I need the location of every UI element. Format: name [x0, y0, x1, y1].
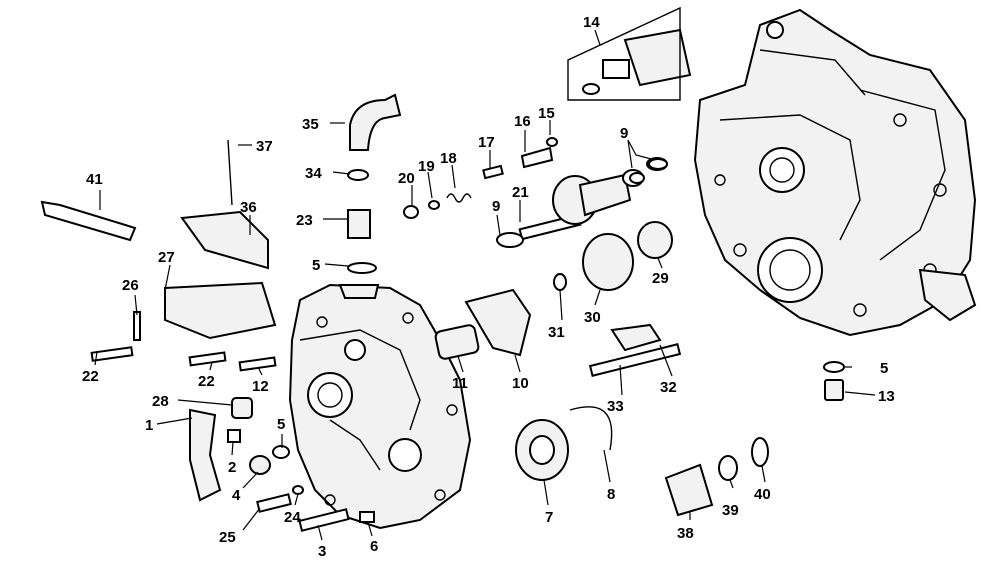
callout-32: 32: [660, 379, 677, 396]
callout-22-right: 22: [198, 373, 215, 390]
callout-21: 21: [512, 184, 529, 201]
callout-labels: 1 2 3 4 5 5 5 6 7 8 9 9 10 11 12 13 14 1…: [82, 14, 895, 560]
callout-7: 7: [545, 509, 553, 526]
callout-41: 41: [86, 171, 103, 188]
callout-39: 39: [722, 502, 739, 519]
callout-26: 26: [122, 277, 139, 294]
callout-5-center: 5: [312, 257, 320, 274]
bolts: [90, 346, 375, 532]
callout-36: 36: [240, 199, 257, 216]
starter-motor: [567, 6, 692, 101]
callout-19: 19: [418, 158, 435, 175]
right-crankcase: [693, 8, 977, 337]
callout-35: 35: [302, 116, 319, 133]
callout-20: 20: [398, 170, 415, 187]
callout-14: 14: [583, 14, 600, 31]
callout-33: 33: [607, 398, 624, 415]
callout-22-left: 22: [82, 368, 99, 385]
callout-6: 6: [370, 538, 378, 555]
callout-13: 13: [878, 388, 895, 405]
callout-2: 2: [228, 459, 236, 476]
shift-arm-and-small-parts: [189, 397, 304, 502]
callout-37: 37: [256, 138, 273, 155]
small-spring-parts: [403, 137, 558, 219]
drain-plug-parts: [823, 361, 845, 401]
callout-17: 17: [478, 134, 495, 151]
callout-34: 34: [305, 165, 322, 182]
breather-hose-assembly: [347, 93, 402, 274]
callout-3: 3: [318, 543, 326, 560]
callout-1: 1: [145, 417, 153, 434]
callout-11: 11: [452, 375, 468, 392]
leader-lines: [94, 29, 876, 541]
callout-40: 40: [754, 486, 771, 503]
callout-15: 15: [538, 105, 555, 122]
callout-27: 27: [158, 249, 175, 266]
gears-and-bearings: [434, 158, 682, 481]
callout-5-left: 5: [277, 416, 285, 433]
callout-30: 30: [584, 309, 601, 326]
callout-9-top: 9: [620, 125, 628, 142]
callout-18: 18: [440, 150, 457, 167]
callout-10: 10: [512, 375, 529, 392]
callout-31: 31: [548, 324, 565, 341]
left-crankcase-cover: [288, 283, 472, 530]
callout-12: 12: [252, 378, 269, 395]
callout-4: 4: [232, 487, 241, 504]
callout-23: 23: [296, 212, 313, 229]
shift-shaft-assembly: [496, 157, 668, 248]
callout-29: 29: [652, 270, 669, 287]
callout-16: 16: [514, 113, 531, 130]
callout-5-right: 5: [880, 360, 888, 377]
callout-24: 24: [284, 509, 301, 526]
callout-25: 25: [219, 529, 236, 546]
callout-38: 38: [677, 525, 694, 542]
callout-9-left: 9: [492, 198, 500, 215]
filter-parts: [664, 437, 769, 517]
callout-28: 28: [152, 393, 169, 410]
brackets: [40, 139, 277, 341]
callout-8: 8: [607, 486, 615, 503]
